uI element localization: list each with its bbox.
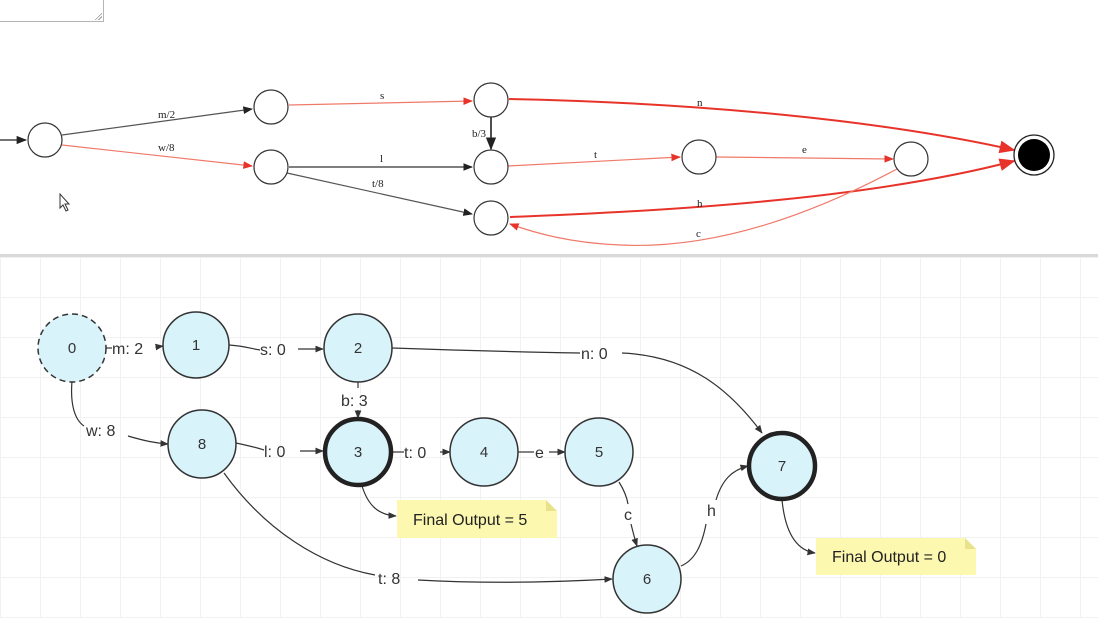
edge-label: n: 0 [581,346,608,363]
top-state-q6 [681,139,717,175]
note-connector-3 [361,485,397,519]
node-label: 7 [778,458,786,475]
edge-label: m: 2 [112,341,143,358]
edge-label: t: 8 [378,571,400,588]
edge-label: l [380,153,383,165]
fst-edge-5-6: c [618,481,638,547]
fst-edge-1-2: s: 0 [228,342,324,359]
fst-edge-8-6: t: 8 [223,472,613,588]
top-state-q2 [253,149,289,185]
fst-node-5[interactable]: 5 [564,417,634,487]
fst-node-4[interactable]: 4 [449,417,519,487]
top-edge-q6-q7: e [715,144,894,163]
top-edge-q3-q4: b/3 [472,117,497,151]
fst-edge-8-3: l: 0 [235,442,324,461]
panel-divider [0,254,1098,257]
note-text: Final Output = 0 [832,549,946,566]
node-label: 1 [192,337,200,354]
top-state-q5 [473,200,509,236]
edge-label: s [380,90,384,102]
top-state-q3 [473,82,509,118]
note-text: Final Output = 5 [413,512,527,529]
top-edge-q2-q4: l [289,153,473,171]
edge-label: w/8 [158,142,175,154]
bottom-fst-diagram: m: 2 s: 0 n: 0 b: 3 w: 8 l: 0 [37,311,976,614]
edge-label: e [802,144,807,156]
edge-label: b/3 [472,128,487,140]
final-output-note-7[interactable]: Final Output = 0 [816,538,976,575]
top-edge-q2-q5: t/8 [286,172,473,216]
top-edge-q4-q6: t [507,149,681,167]
edge-label: c [624,507,632,524]
node-label: 8 [198,436,206,453]
fst-node-7[interactable]: 7 [746,430,818,502]
fst-node-2[interactable]: 2 [323,313,393,383]
fst-edge-4-5: e [518,445,566,462]
fst-edge-0-8: w: 8 [70,380,169,447]
fst-edge-0-1: m: 2 [104,341,164,358]
note-connector-7 [781,499,816,556]
top-edge-q3-qf: n [508,97,1016,154]
edge-label: l: 0 [264,444,285,461]
node-label: 5 [595,444,603,461]
fst-node-1[interactable]: 1 [162,311,230,379]
node-label: 4 [480,444,488,461]
top-state-q7 [893,141,929,177]
fst-edge-2-3: b: 3 [341,381,368,419]
top-edge-q1-q3: s [288,90,473,106]
node-label: 0 [68,340,76,357]
fst-edge-2-7: n: 0 [391,346,763,434]
edge-label: n [697,97,703,109]
edge-label: h [707,503,716,520]
fst-edge-6-7: h [680,464,749,567]
node-label: 3 [354,444,362,461]
top-edge-q0-q2: w/8 [61,142,253,169]
top-edge-q0-q1: m/2 [61,106,253,136]
edge-label: t [594,149,597,161]
top-state-final [1013,134,1055,176]
fst-node-3[interactable]: 3 [322,416,394,488]
edge-label: m/2 [158,109,175,121]
edge-label: h [697,198,703,210]
final-output-note-3[interactable]: Final Output = 5 [397,500,557,538]
edge-label: s: 0 [260,342,286,359]
fst-node-8[interactable]: 8 [167,409,237,479]
edge-label: t/8 [372,178,384,190]
text-input-box[interactable] [0,0,104,22]
top-edge-q5-qf: h [509,158,1016,218]
node-label: 6 [643,571,651,588]
fst-node-6[interactable]: 6 [612,544,682,614]
mouse-cursor-icon [59,192,71,212]
top-panel: m/2 w/8 s l t/8 b/3 n t [0,0,1098,256]
edge-label: t: 0 [404,445,426,462]
node-label: 2 [354,340,362,357]
edge-label: b: 3 [341,393,368,410]
top-state-q4 [473,149,509,185]
fst-node-0[interactable]: 0 [37,313,107,383]
top-state-q0 [27,122,63,158]
edge-label: e [535,445,544,462]
fst-edge-3-4: t: 0 [393,445,451,462]
top-edge-q7-q5: c [509,168,898,247]
edge-label: w: 8 [85,423,115,440]
bottom-panel: m: 2 s: 0 n: 0 b: 3 w: 8 l: 0 [0,257,1098,618]
resize-grip-icon[interactable] [94,12,102,20]
edge-label: c [696,228,701,240]
top-state-q1 [253,89,289,125]
top-automaton-diagram: m/2 w/8 s l t/8 b/3 n t [0,82,1055,247]
